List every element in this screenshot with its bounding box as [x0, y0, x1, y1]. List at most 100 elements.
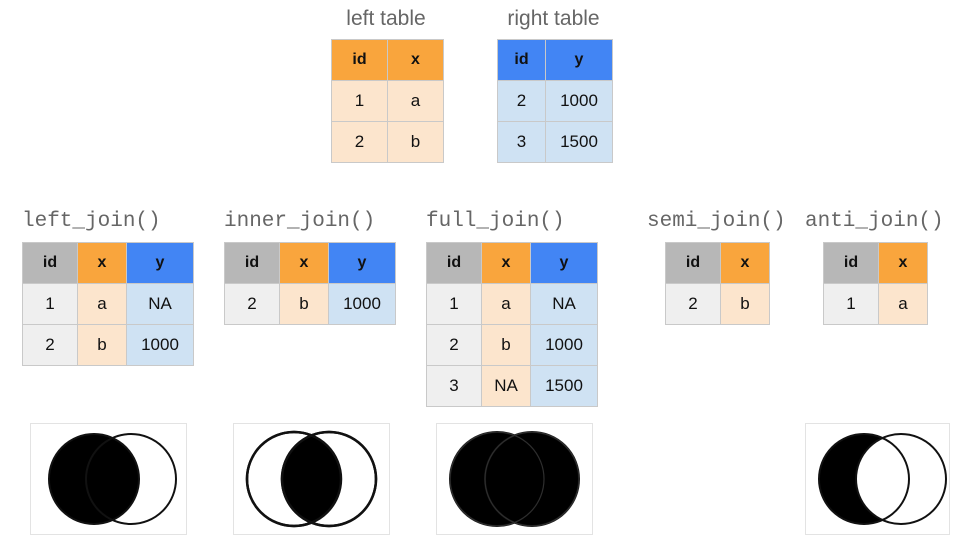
venn-left-only-region	[819, 434, 909, 524]
table-header-row: id y	[497, 39, 613, 81]
column-header-x: x	[279, 242, 329, 284]
cell-x: b	[279, 283, 329, 325]
left-join-table: id x y 1 a NA 2 b 1000	[22, 242, 194, 366]
cell-x: NA	[481, 365, 531, 407]
column-header-x: x	[720, 242, 770, 284]
venn-right-circle-outline	[855, 433, 947, 525]
cell-y: 1500	[545, 121, 613, 163]
column-header-x: x	[481, 242, 531, 284]
venn-left-circle	[48, 433, 140, 525]
column-header-y: y	[126, 242, 194, 284]
cell-id: 2	[497, 80, 546, 122]
venn-right-circle	[85, 433, 177, 525]
cell-id: 1	[331, 80, 388, 122]
cell-y: 1000	[545, 80, 613, 122]
column-header-y: y	[530, 242, 598, 284]
cell-id: 1	[823, 283, 879, 325]
venn-left-circle-filled	[48, 433, 177, 525]
table-row: 1 a NA	[22, 283, 194, 325]
cell-id: 2	[331, 121, 388, 163]
cell-id: 1	[426, 283, 482, 325]
column-header-x: x	[878, 242, 928, 284]
column-header-id: id	[224, 242, 280, 284]
column-header-id: id	[22, 242, 78, 284]
anti-join-panel: anti_join() id x 1 a	[805, 209, 944, 325]
table-row: 3 1500	[497, 121, 613, 163]
table-row: 1 a	[331, 80, 444, 122]
semi-join-table: id x 2 b	[665, 242, 770, 325]
left-table: id x 1 a 2 b	[331, 39, 444, 163]
column-header-y: y	[328, 242, 396, 284]
venn-left-circle-outline	[818, 433, 910, 525]
inner-join-venn-diagram	[233, 423, 390, 535]
right-table-panel: right table id y 2 1000 3 1500	[497, 6, 613, 163]
inner-join-panel: inner_join() id x y 2 b 1000	[224, 209, 396, 325]
right-table: id y 2 1000 3 1500	[497, 39, 613, 163]
anti-join-table: id x 1 a	[823, 242, 928, 325]
semi-join-title: semi_join()	[647, 210, 786, 233]
table-header-row: id x y	[22, 242, 194, 284]
left-table-panel: left table id x 1 a 2 b	[331, 6, 444, 163]
column-header-id: id	[331, 39, 388, 81]
cell-x: a	[77, 283, 127, 325]
table-header-row: id x	[665, 242, 770, 284]
cell-y: 1500	[530, 365, 598, 407]
full-join-table: id x y 1 a NA 2 b 1000 3 NA 1500	[426, 242, 598, 407]
venn-left-minus-intersection	[818, 433, 947, 525]
table-header-row: id x	[823, 242, 928, 284]
cell-x: a	[878, 283, 928, 325]
cell-id: 2	[22, 324, 78, 366]
cell-x: a	[387, 80, 444, 122]
cell-y: 1000	[126, 324, 194, 366]
left-join-title: left_join()	[22, 210, 161, 233]
table-row: 1 a	[823, 283, 928, 325]
cell-x: b	[720, 283, 770, 325]
left-join-venn-diagram	[30, 423, 187, 535]
semi-join-panel: semi_join() id x 2 b	[647, 209, 786, 325]
venn-right-circle-outline	[484, 431, 580, 527]
cell-id: 2	[426, 324, 482, 366]
column-header-id: id	[823, 242, 879, 284]
column-header-x: x	[77, 242, 127, 284]
anti-join-venn-diagram	[805, 423, 950, 535]
left-join-panel: left_join() id x y 1 a NA 2 b 1000	[22, 209, 194, 366]
cell-y: 1000	[328, 283, 396, 325]
cell-id: 3	[426, 365, 482, 407]
column-header-x: x	[387, 39, 444, 81]
table-row: 2 b 1000	[426, 324, 598, 366]
table-row: 3 NA 1500	[426, 365, 598, 407]
column-header-id: id	[665, 242, 721, 284]
full-join-title: full_join()	[426, 210, 565, 233]
cell-x: b	[481, 324, 531, 366]
cell-id: 3	[497, 121, 546, 163]
table-row: 2 1000	[497, 80, 613, 122]
cell-x: b	[387, 121, 444, 163]
venn-right-circle-outline	[280, 430, 378, 528]
cell-y: 1000	[530, 324, 598, 366]
table-header-row: id x y	[426, 242, 598, 284]
table-row: 2 b 1000	[22, 324, 194, 366]
full-join-panel: full_join() id x y 1 a NA 2 b 1000 3 NA …	[426, 209, 598, 407]
table-row: 2 b 1000	[224, 283, 396, 325]
venn-both-circles-filled	[449, 431, 580, 527]
table-row: 2 b	[665, 283, 770, 325]
column-header-y: y	[545, 39, 613, 81]
table-header-row: id x y	[224, 242, 396, 284]
anti-join-title: anti_join()	[805, 210, 944, 233]
full-join-venn-diagram	[436, 423, 593, 535]
table-row: 1 a NA	[426, 283, 598, 325]
left-table-title: left table	[346, 7, 426, 30]
cell-x: b	[77, 324, 127, 366]
table-header-row: id x	[331, 39, 444, 81]
table-row: 2 b	[331, 121, 444, 163]
inner-join-table: id x y 2 b 1000	[224, 242, 396, 325]
venn-left-circle-outline	[245, 430, 343, 528]
inner-join-title: inner_join()	[224, 210, 376, 233]
column-header-id: id	[497, 39, 546, 81]
cell-id: 2	[665, 283, 721, 325]
cell-id: 1	[22, 283, 78, 325]
venn-intersection-filled	[245, 430, 378, 528]
cell-y: NA	[530, 283, 598, 325]
venn-left-circle-outline	[449, 431, 545, 527]
